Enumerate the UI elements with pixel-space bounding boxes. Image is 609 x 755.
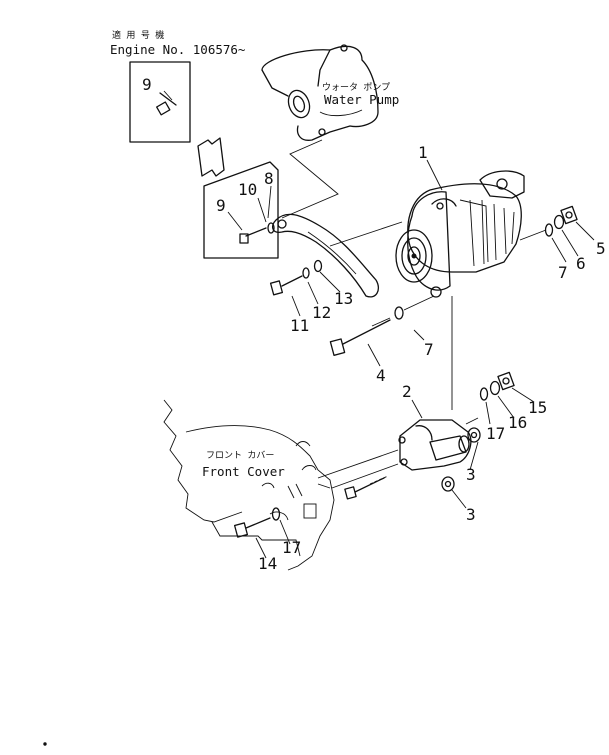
applicable-engine-jp: 適 用 号 機 xyxy=(112,29,164,41)
callout-1: 1 xyxy=(418,143,428,162)
callout-9b: 9 xyxy=(216,196,226,215)
washer-icon-16 xyxy=(489,380,501,396)
callout-9a: 9 xyxy=(142,75,152,94)
inset-box-lower xyxy=(203,161,279,259)
callout-5: 5 xyxy=(596,239,606,258)
mount-bracket-part xyxy=(398,419,472,471)
corner-mark xyxy=(43,742,47,746)
callout-3b: 3 xyxy=(466,505,476,524)
water-pump-jp: ウォータ ポンプ xyxy=(322,82,390,93)
washer-icon-17 xyxy=(479,387,489,401)
callout-14: 14 xyxy=(258,554,277,573)
washer-icon-7 xyxy=(544,223,554,237)
nut-icon-5 xyxy=(560,205,578,225)
callout-10: 10 xyxy=(238,180,257,199)
callout-15: 15 xyxy=(528,398,547,417)
bolt-icon-inset-lower xyxy=(239,222,275,244)
nut-icon-3b xyxy=(441,476,455,492)
bolt-icon-bracket xyxy=(344,475,389,500)
adjust-bracket-part xyxy=(271,213,380,298)
washer-icon-13 xyxy=(313,259,323,273)
washer-icon-6 xyxy=(553,214,565,230)
callout-17b: 17 xyxy=(282,538,301,557)
alternator-part xyxy=(395,170,525,298)
callout-2: 2 xyxy=(402,382,412,401)
callout-7b: 7 xyxy=(424,340,434,359)
bolt-icon-11 xyxy=(269,275,303,296)
nut-icon-15 xyxy=(497,371,515,391)
callout-11: 11 xyxy=(290,316,309,335)
pump-bracket-leader xyxy=(281,139,339,219)
callout-13: 13 xyxy=(334,289,353,308)
engine-number-label: Engine No. 106576~ xyxy=(110,42,245,57)
washer-icon-7b xyxy=(394,306,404,320)
long-bolt-icon-4 xyxy=(329,317,391,356)
callout-17a: 17 xyxy=(486,424,505,443)
nut-icon-3a xyxy=(467,427,481,443)
arrow-up-icon xyxy=(197,137,225,177)
water-pump-label: Water Pump xyxy=(324,92,399,107)
callout-3a: 3 xyxy=(466,465,476,484)
bolt-icon-inset-top xyxy=(156,92,177,116)
callout-8: 8 xyxy=(264,169,274,188)
callout-6: 6 xyxy=(576,254,586,273)
washer-icon-17b xyxy=(271,507,281,521)
callout-12: 12 xyxy=(312,303,331,322)
water-pump-part xyxy=(261,44,379,141)
inset-box-top xyxy=(129,61,191,143)
front-cover-label: Front Cover xyxy=(202,464,285,479)
washer-icon-12 xyxy=(302,267,310,279)
callout-4: 4 xyxy=(376,366,386,385)
front-cover-part xyxy=(163,399,335,571)
callout-16: 16 xyxy=(508,413,527,432)
bolt-icon-14 xyxy=(233,517,271,538)
front-cover-jp: フロント カバー xyxy=(206,450,274,461)
callout-7a: 7 xyxy=(558,263,568,282)
